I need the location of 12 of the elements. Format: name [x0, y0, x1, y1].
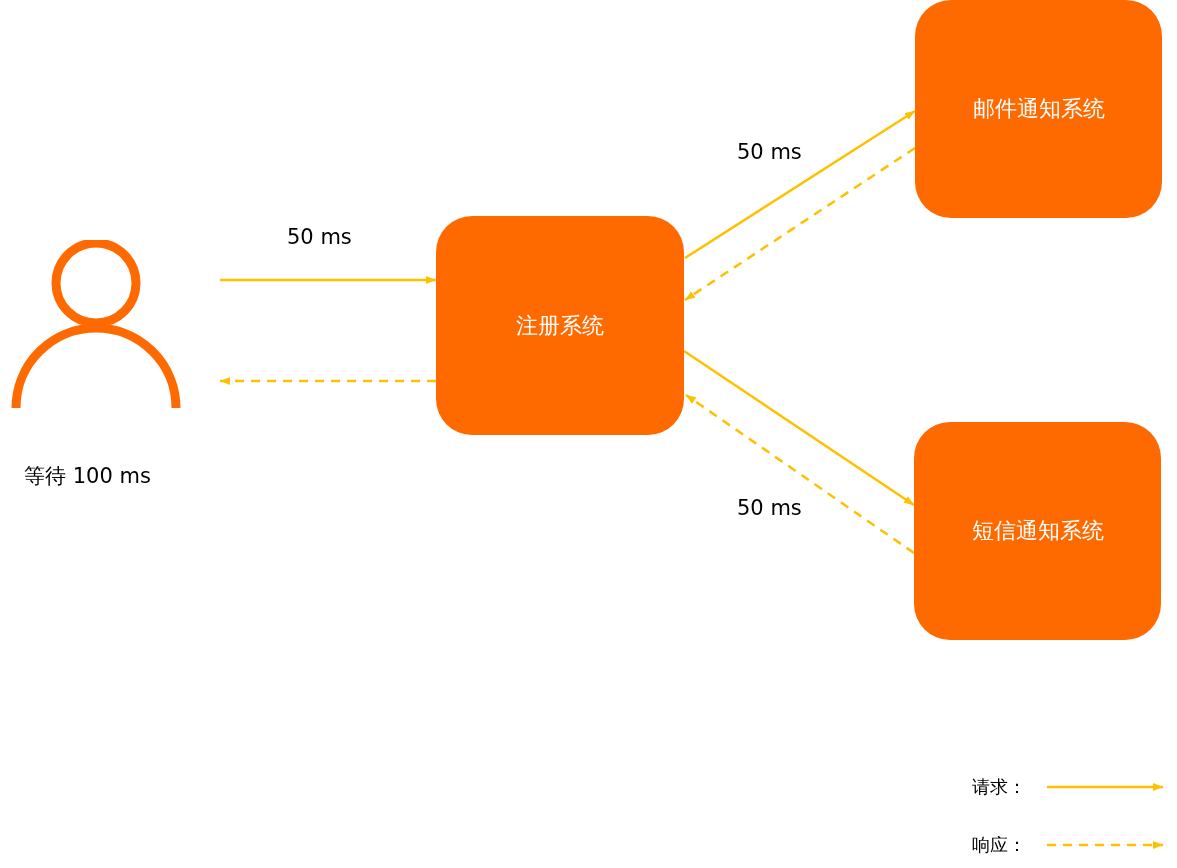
system-box: 短信通知系统 [914, 422, 1161, 640]
arrow [685, 393, 915, 555]
arrow [684, 109, 916, 260]
legend-label: 请求： [972, 775, 1026, 799]
legend-label: 响应： [972, 833, 1026, 857]
arrow [220, 377, 436, 385]
system-box: 注册系统 [436, 216, 684, 435]
arrow [683, 349, 915, 507]
arrow [220, 275, 436, 284]
arrow [684, 146, 916, 302]
node-label: 等待 100 ms [24, 463, 151, 490]
system-box: 邮件通知系统 [915, 0, 1162, 218]
